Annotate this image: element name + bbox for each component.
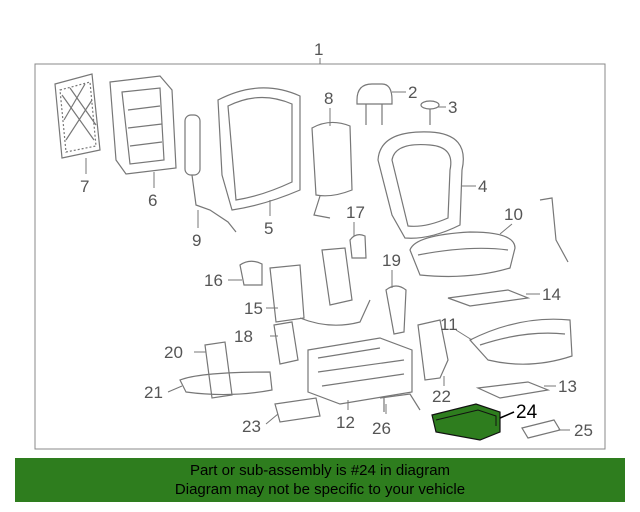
part-6-back-frame[interactable] (109, 75, 177, 175)
part-3-guide[interactable] (420, 100, 440, 125)
part-26-harness[interactable] (379, 393, 421, 412)
part-21-trim[interactable] (179, 371, 273, 396)
callout-7: 7 (80, 177, 89, 196)
callout-26: 26 (372, 419, 391, 438)
callout-1: 1 (314, 40, 323, 59)
part-17-cap[interactable] (349, 234, 367, 259)
part-4-seat-back[interactable] (377, 131, 464, 239)
part-20-trim[interactable] (204, 341, 233, 399)
callout-12: 12 (336, 413, 355, 432)
part-14-pad[interactable] (447, 289, 531, 307)
part-8-cushion[interactable] (311, 121, 353, 219)
callout-9: 9 (192, 231, 201, 250)
part-19-bracket[interactable] (385, 285, 407, 335)
part-10-seat-cushion[interactable] (409, 197, 569, 278)
part-16-cover[interactable] (239, 260, 263, 286)
info-banner: Part or sub-assembly is #24 in diagram D… (15, 458, 625, 502)
part-12-seat-track[interactable] (307, 337, 413, 405)
part-9-harness[interactable] (184, 114, 237, 233)
callout-15: 15 (244, 299, 263, 318)
callout-2: 2 (408, 83, 417, 102)
seat-parts-diagram: 1 2 3 4 5 6 7 8 9 10 11 12 13 14 15 16 1… (34, 40, 606, 450)
callout-13: 13 (558, 377, 577, 396)
part-2-headrest[interactable] (356, 83, 393, 125)
callout-24: 24 (516, 402, 538, 423)
part-18-bracket[interactable] (273, 321, 299, 365)
part-7-back-panel[interactable] (54, 73, 101, 159)
callout-3: 3 (448, 98, 457, 117)
part-5-back-pad[interactable] (217, 87, 301, 211)
callout-18: 18 (234, 327, 253, 346)
callout-23: 23 (242, 417, 261, 436)
callout-14: 14 (542, 285, 561, 304)
banner-line-1: Part or sub-assembly is #24 in diagram (189, 462, 451, 479)
part-13-pad[interactable] (475, 381, 551, 399)
callout-19: 19 (382, 251, 401, 270)
callout-21: 21 (144, 383, 163, 402)
callout-11: 11 (440, 315, 458, 334)
callout-17: 17 (346, 203, 365, 222)
callout-labels: 1 2 3 4 5 6 7 8 9 10 11 12 13 14 15 16 1… (80, 40, 593, 440)
callout-8: 8 (324, 89, 333, 108)
callout-22: 22 (432, 387, 451, 406)
part-24-highlighted[interactable] (431, 403, 501, 441)
callout-25: 25 (574, 421, 593, 440)
part-15-recliner[interactable] (269, 247, 371, 326)
part-11-seat-bottom[interactable] (469, 318, 573, 365)
diagram-frame (34, 63, 606, 450)
callout-4: 4 (478, 177, 487, 196)
callout-10: 10 (504, 205, 523, 224)
callout-20: 20 (164, 343, 183, 362)
callout-5: 5 (264, 219, 273, 238)
part-22-trim[interactable] (417, 319, 449, 381)
banner-line-2: Diagram may not be specific to your vehi… (174, 481, 466, 498)
callout-16: 16 (204, 271, 223, 290)
callout-6: 6 (148, 191, 157, 210)
part-23-cover[interactable] (274, 397, 321, 423)
